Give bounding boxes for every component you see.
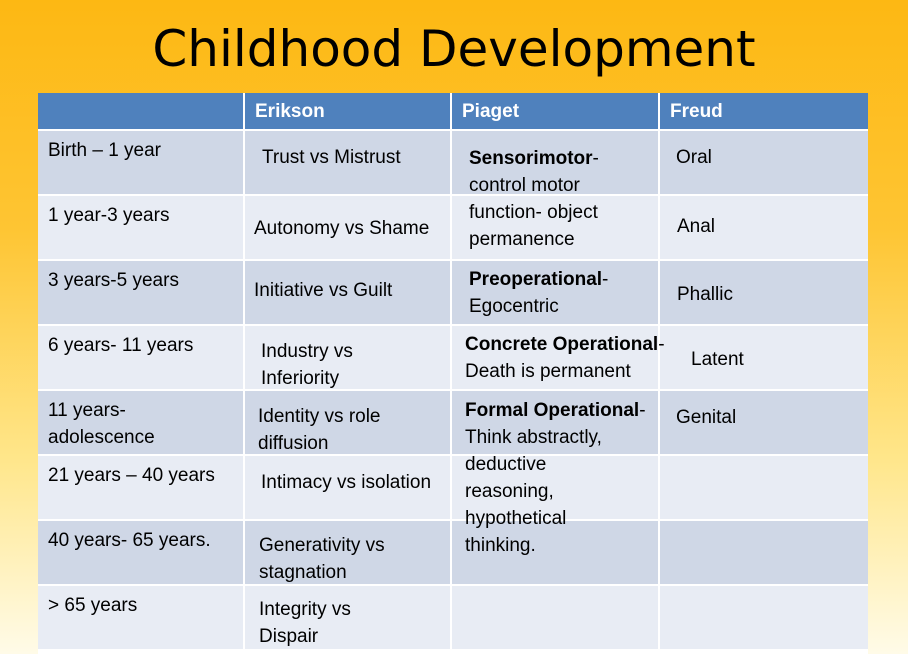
piaget-cell bbox=[452, 324, 660, 389]
piaget-cell bbox=[452, 129, 660, 194]
header-freud: Freud bbox=[660, 93, 868, 129]
erikson-cell: Initiative vs Guilt bbox=[245, 259, 452, 324]
erikson-cell: Autonomy vs Shame bbox=[245, 194, 452, 259]
freud-cell: Genital bbox=[660, 389, 868, 454]
erikson-text: Generativity vs stagnation bbox=[259, 535, 385, 583]
erikson-text: Intimacy vs isolation bbox=[261, 472, 432, 493]
age-cell: 3 years-5 years bbox=[38, 259, 245, 324]
erikson-text: Trust vs Mistrust bbox=[262, 147, 401, 168]
erikson-text: Industry vs Inferiority bbox=[261, 341, 353, 389]
age-cell: 1 year-3 years bbox=[38, 194, 245, 259]
erikson-cell: Identity vs role diffusion bbox=[245, 389, 452, 454]
erikson-cell: Industry vs Inferiority bbox=[245, 324, 452, 389]
piaget-cell bbox=[452, 584, 660, 649]
freud-cell: Phallic bbox=[660, 259, 868, 324]
age-cell: 21 years – 40 years bbox=[38, 454, 245, 519]
freud-cell bbox=[660, 519, 868, 584]
age-cell: 6 years- 11 years bbox=[38, 324, 245, 389]
freud-cell bbox=[660, 454, 868, 519]
erikson-text: Autonomy vs Shame bbox=[254, 218, 430, 239]
header-empty bbox=[38, 93, 245, 129]
erikson-cell: Generativity vs stagnation bbox=[245, 519, 452, 584]
slide-title: Childhood Development bbox=[152, 20, 756, 78]
erikson-cell: Intimacy vs isolation bbox=[245, 454, 452, 519]
freud-text: Genital bbox=[676, 407, 737, 428]
development-table: Erikson Piaget Freud Birth – 1 year Trus… bbox=[38, 93, 868, 654]
freud-text: Anal bbox=[677, 216, 716, 237]
piaget-cell bbox=[452, 519, 660, 584]
erikson-cell: Trust vs Mistrust bbox=[245, 129, 452, 194]
freud-cell: Oral bbox=[660, 129, 868, 194]
age-cell: Birth – 1 year bbox=[38, 129, 245, 194]
header-piaget: Piaget bbox=[452, 93, 660, 129]
piaget-cell bbox=[452, 259, 660, 324]
erikson-cell: Integrity vs Dispair bbox=[245, 584, 452, 649]
erikson-text: Integrity vs Dispair bbox=[259, 599, 351, 647]
freud-text: Phallic bbox=[677, 284, 733, 305]
piaget-cell bbox=[452, 194, 660, 259]
header-erikson: Erikson bbox=[245, 93, 452, 129]
freud-cell bbox=[660, 584, 868, 649]
freud-cell: Latent bbox=[660, 324, 868, 389]
erikson-text: Initiative vs Guilt bbox=[254, 280, 393, 301]
freud-text: Latent bbox=[691, 349, 744, 370]
age-cell: > 65 years bbox=[38, 584, 245, 649]
freud-cell: Anal bbox=[660, 194, 868, 259]
erikson-text: Identity vs role diffusion bbox=[258, 406, 381, 454]
age-cell: 11 years- adolescence bbox=[38, 389, 245, 454]
age-cell: 40 years- 65 years. bbox=[38, 519, 245, 584]
piaget-cell bbox=[452, 389, 660, 454]
piaget-cell bbox=[452, 454, 660, 519]
freud-text: Oral bbox=[676, 147, 712, 168]
